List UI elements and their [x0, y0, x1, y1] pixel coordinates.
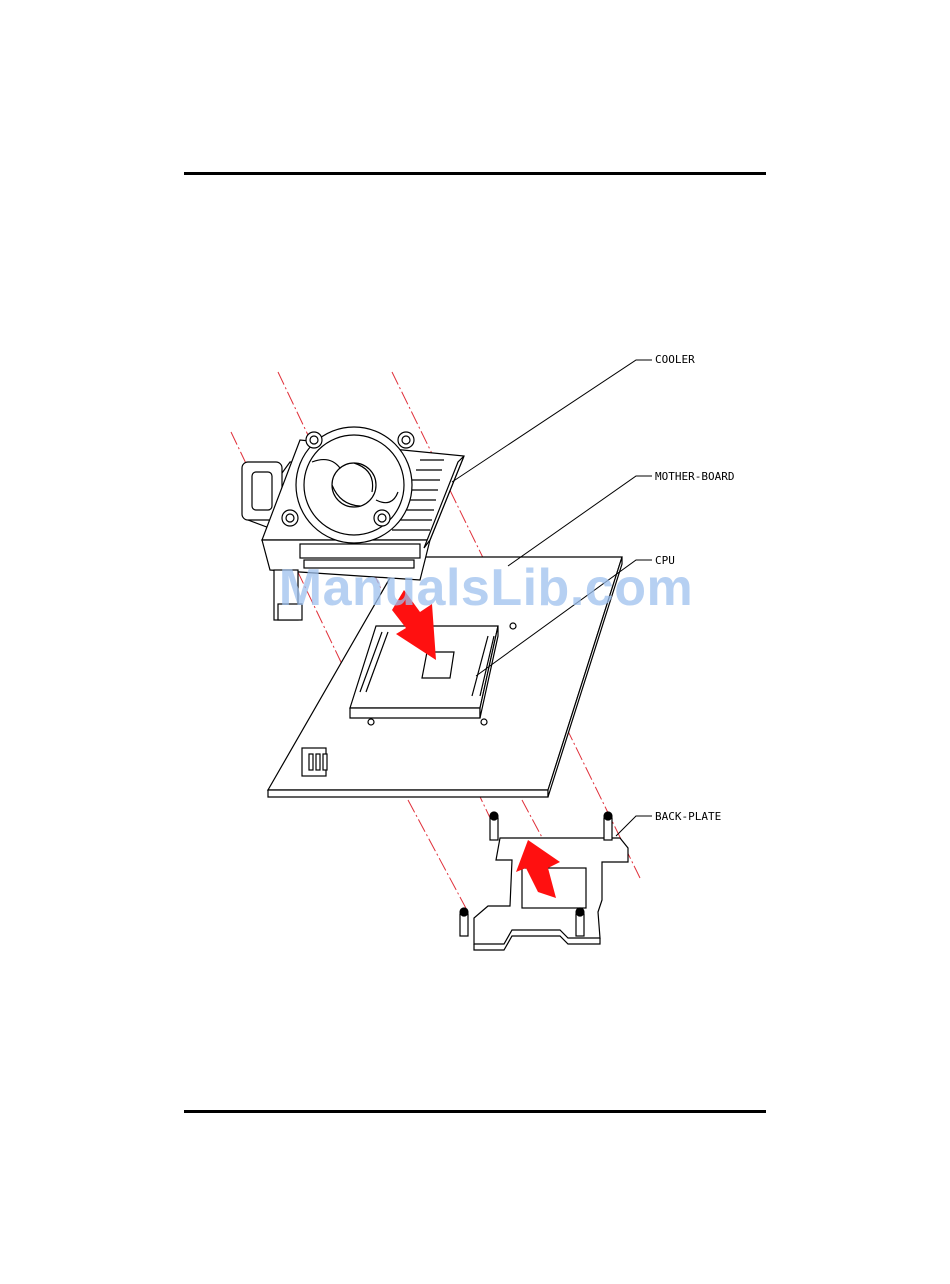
leader-motherboard — [508, 476, 652, 566]
leader-backplate — [616, 816, 652, 836]
leader-cooler — [452, 360, 652, 482]
label-cpu: CPU — [655, 554, 675, 567]
callout-labels: COOLER MOTHER-BOARD CPU BACK-PLATE — [655, 353, 734, 823]
guide-line — [408, 800, 468, 912]
cpu-chip — [422, 652, 454, 678]
label-motherboard: MOTHER-BOARD — [655, 470, 734, 483]
fan-header-connector — [302, 748, 327, 776]
label-cooler: COOLER — [655, 353, 695, 366]
label-backplate: BACK-PLATE — [655, 810, 721, 823]
bottom-rule — [184, 1110, 766, 1113]
